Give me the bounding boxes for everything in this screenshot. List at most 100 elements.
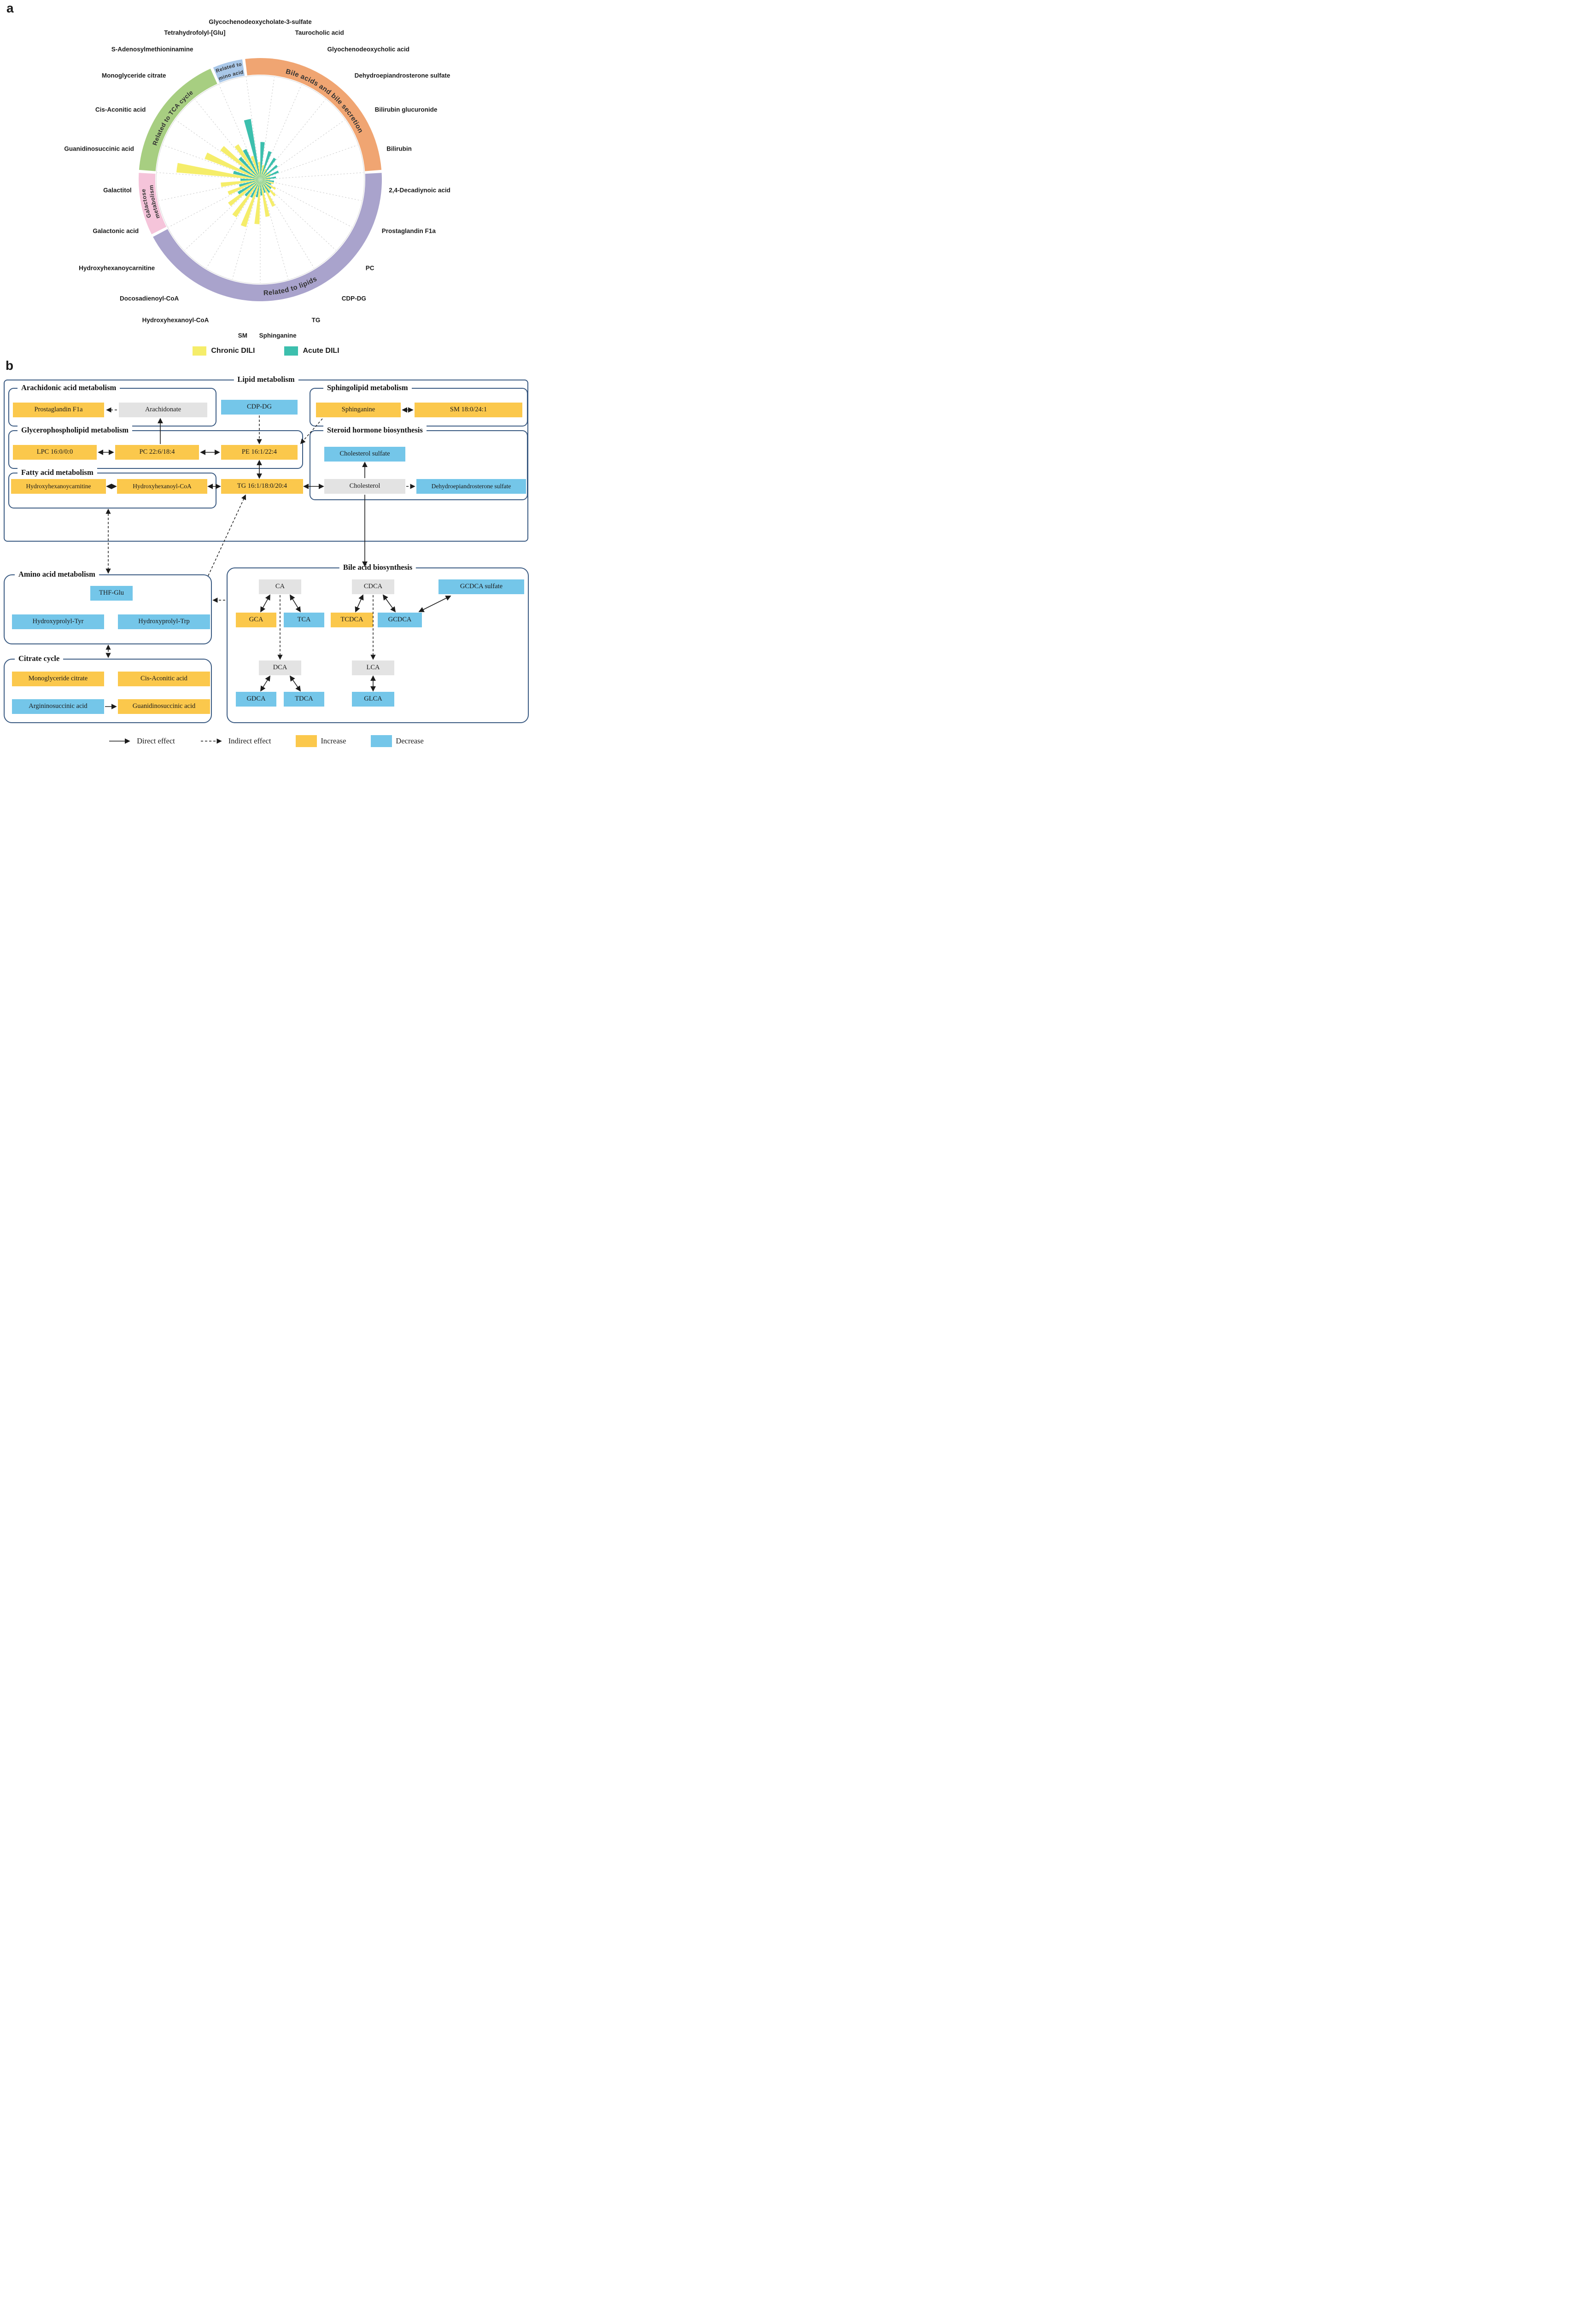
node-cdca: CDCA [352,579,394,594]
metabolite-label: Galactonic acid [93,228,139,234]
chronic-bar [240,180,260,227]
node-hydroxyhexanoycarnitine: Hydroxyhexanoycarnitine [11,479,106,494]
chronic-bar [205,152,260,180]
node-lca: LCA [352,661,394,675]
metabolite-label: S-Adenosylmethioninamine [111,46,193,53]
chronic-bar [260,172,268,180]
group-arc [138,173,167,234]
acute-bar [260,170,279,180]
acute-bar [239,157,260,180]
node-gcdca: GCDCA [378,613,422,627]
node-tg: TG 16:1/18:0/20:4 [221,479,303,494]
chronic-bar [260,176,270,180]
section-title: Citrate cycle [15,654,64,663]
node-argininosuccinic-acid: Argininosuccinic acid [12,699,104,714]
node-pc: PC 22:6/18:4 [115,445,199,460]
acute-bar [243,149,260,180]
section-title: Glycerophospholipid metabolism [18,426,133,435]
metabolite-label: Monoglyceride citrate [102,72,166,79]
group-arc [245,58,382,171]
increase-swatch [296,735,317,747]
chronic-bar [260,180,275,207]
chronic-bar [260,165,264,180]
section-title: Steroid hormone biosynthesis [323,426,427,435]
acute-bar [260,180,275,182]
metabolite-label: TG [312,317,321,324]
acute-bar [239,180,260,187]
section-title: Sphingolipid metabolism [323,383,412,392]
chronic-bar [260,173,271,180]
metabolite-label: Taurocholic acid [295,29,344,36]
decrease-swatch [371,735,392,747]
section-bile-acid: Bile acid biosynthesis [227,563,529,723]
chronic-bar [260,179,270,181]
chronic-bar [221,180,260,187]
node-ca: CA [259,579,301,594]
metabolite-label: Bilirubin glucuronide [375,106,438,113]
metabolite-label: Cis-Aconitic acid [95,106,146,113]
node-sphinganine: Sphinganine [316,403,401,417]
metabolite-label: Docosadienoyl-CoA [120,295,179,302]
node-tdca: TDCA [284,692,324,707]
node-cholesterol-sulfate: Cholesterol sulfate [324,447,405,462]
node-guanidinosuccinic-acid: Guanidinosuccinic acid [118,699,210,714]
node-dhea-sulfate: Dehydroepiandrosterone sulfate [416,479,526,494]
legend-decrease: Decrease [371,735,424,747]
node-hydroxyprolyl-tyr: Hydroxyprolyl-Tyr [12,614,104,629]
metabolite-label: Dehydroepiandrosterone sulfate [355,72,450,79]
acute-bar [245,180,260,197]
node-prostaglandin-f1a: Prostaglandin F1a [13,403,104,417]
indirect-arrow-icon [200,738,222,744]
node-cholesterol: Cholesterol [324,479,405,494]
acute-bar [244,119,260,180]
metabolite-label: Guanidinosuccinic acid [64,146,134,152]
legend-decrease-label: Decrease [396,736,424,745]
node-cis-aconitic-acid: Cis-Aconitic acid [118,672,210,686]
legend-acute: Acute DILI [284,346,339,356]
chronic-bar [260,169,267,180]
node-cdp-dg: CDP-DG [221,400,298,415]
acute-bar [233,170,260,180]
chronic-bar [251,156,260,180]
metabolite-label: PC [366,265,374,272]
section-title: Lipid metabolism [234,375,298,384]
section-title: Bile acid biosynthesis [339,563,416,572]
node-tca: TCA [284,613,324,627]
legend-direct-label: Direct effect [137,736,175,745]
panel-b-label: b [6,358,14,373]
section-arachidonic: Arachidonic acid metabolism [8,383,216,427]
chronic-bar [232,180,260,217]
node-gca: GCA [236,613,276,627]
chronic-swatch [193,346,207,356]
gridline-spokes [156,75,365,284]
chronic-bar [228,180,260,195]
acute-bar [260,180,266,193]
legend-increase-label: Increase [321,736,346,745]
panel-a-label: a [6,1,14,15]
metabolite-label: Tetrahydrofolyl-[Glu] [164,29,225,36]
node-thf-glu: THF-Glu [90,586,133,601]
metabolite-labels: Glycochenodeoxycholate-3-sulfateTaurocho… [64,18,450,339]
metabolite-label: Glyochenodeoxycholic acid [327,46,410,53]
node-pe: PE 16:1/22:4 [221,445,298,460]
legend-direct: Direct effect [108,736,175,746]
metabolite-label: CDP-DG [342,295,366,302]
section-title: Fatty acid metabolism [18,468,97,477]
chronic-bar [260,180,270,217]
acute-bar [260,176,276,180]
metabolite-label: Bilirubin [386,146,412,152]
metabolite-label: Prostaglandin F1a [382,228,436,234]
acute-bar [240,178,260,181]
acute-bar [260,151,272,180]
chart-legend: Chronic DILI Acute DILI [0,346,532,356]
node-dca: DCA [259,661,301,675]
legend-indirect-label: Indirect effect [228,736,271,745]
metabolite-label: Hydroxyhexanoyl-CoA [142,317,209,324]
group-arc [139,69,217,171]
section-steroid: Steroid hormone biosynthesis [310,426,528,500]
metabolite-label: 2,4-Decadiynoic acid [389,187,450,194]
node-tcdca: TCDCA [331,613,373,627]
acute-bar [260,180,270,193]
acute-bar [250,180,260,198]
